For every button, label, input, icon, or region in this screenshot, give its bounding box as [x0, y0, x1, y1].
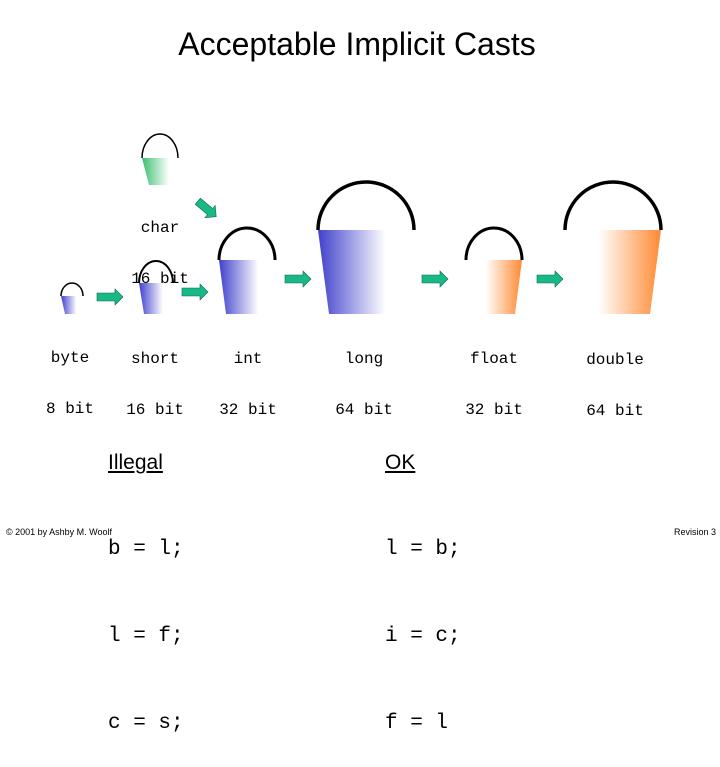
int-type-name: int [233, 350, 263, 368]
byte-type-name: byte [50, 349, 90, 367]
char-label: char 16 bit [120, 186, 200, 305]
arrow-int-to-long-icon [284, 270, 312, 288]
double-type-name: double [586, 351, 644, 369]
arrow-float-to-double-icon [536, 270, 564, 288]
arrow-byte-to-short-icon [96, 288, 124, 306]
arrow-long-to-float-icon [421, 270, 449, 288]
ok-line: i = c; [385, 625, 461, 648]
int-label: int 32 bit [208, 317, 288, 436]
double-label: double 64 bit [570, 318, 660, 437]
int-bit-size: 32 bit [219, 401, 277, 419]
long-type-name: long [344, 350, 384, 368]
ok-line: l = b; [385, 538, 461, 561]
char-bit-size: 16 bit [131, 270, 189, 288]
bucket-diagram [60, 133, 663, 314]
double-bucket [563, 180, 663, 314]
float-type-name: float [469, 350, 518, 368]
page-title: Acceptable Implicit Casts [178, 26, 536, 62]
ok-examples: OK l = b; i = c; f = l [385, 390, 461, 767]
short-type-name: short [130, 350, 179, 368]
float-bit-size: 32 bit [465, 401, 523, 419]
double-bit-size: 64 bit [586, 402, 644, 420]
int-bucket [217, 226, 277, 314]
short-label: short 16 bit [115, 317, 195, 436]
short-bucket [138, 260, 174, 314]
long-bit-size: 64 bit [335, 401, 393, 419]
ok-header: OK [385, 451, 416, 474]
copyright-footer: © 2001 by Ashby M. Woolf [6, 527, 113, 537]
float-bucket [464, 226, 524, 314]
ok-line: f = l [385, 712, 449, 735]
revision-footer: Revision 3 [673, 527, 716, 537]
illegal-line: c = s; [108, 712, 184, 735]
long-label: long 64 bit [324, 317, 404, 436]
char-type-name: char [140, 219, 180, 237]
long-bucket [316, 180, 416, 314]
illegal-examples: Illegal b = l; l = f; c = s; [108, 390, 184, 767]
arrow-short-to-int-icon [181, 283, 209, 301]
short-bit-size: 16 bit [126, 401, 184, 419]
float-label: float 32 bit [454, 317, 534, 436]
byte-bit-size: 8 bit [45, 400, 94, 418]
illegal-line: b = l; [108, 538, 184, 561]
arrow-char-to-int-icon [194, 197, 217, 219]
illegal-line: l = f; [108, 625, 184, 648]
char-bucket [141, 133, 179, 185]
illegal-header: Illegal [108, 451, 163, 474]
byte-label: byte 8 bit [35, 316, 105, 435]
byte-bucket [60, 282, 84, 314]
